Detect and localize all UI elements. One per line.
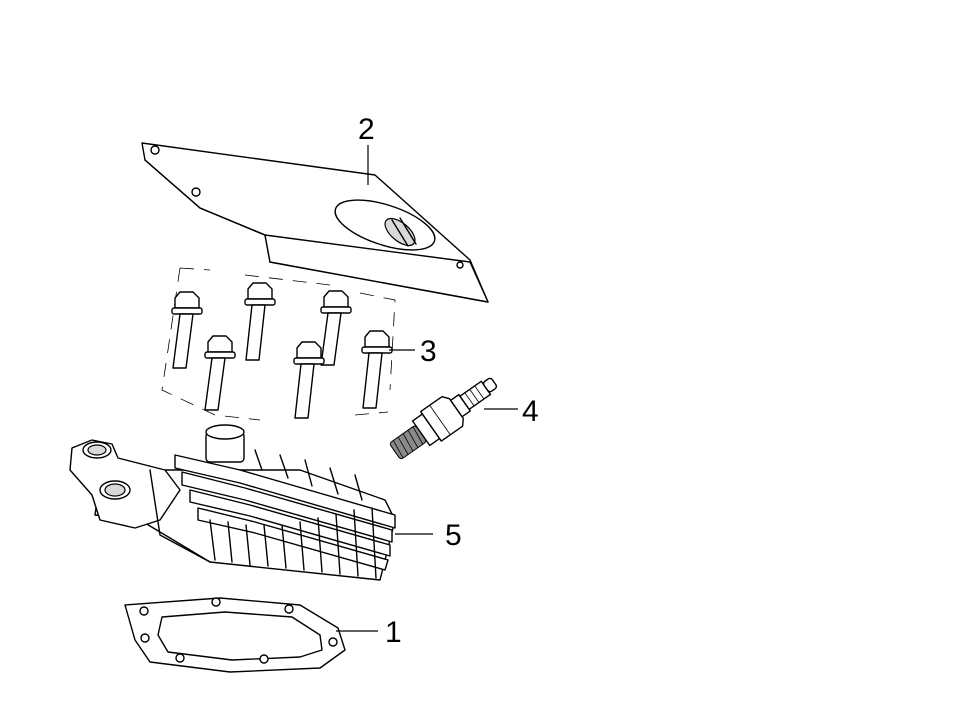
- bolt: [244, 282, 276, 361]
- shroud-plate: [141, 142, 489, 303]
- bolt: [361, 330, 393, 409]
- spark-plug: [389, 377, 498, 460]
- callout-1: 1: [385, 616, 402, 649]
- callout-5: 5: [445, 519, 462, 552]
- callout-4: 4: [522, 395, 539, 428]
- callout-2: 2: [358, 113, 375, 146]
- head-gasket: [124, 597, 346, 673]
- cooling-fins: [174, 449, 396, 579]
- bolt: [171, 291, 203, 369]
- bolt: [204, 335, 236, 411]
- bolt: [293, 341, 325, 419]
- cylinder-head: [69, 424, 396, 581]
- bolt: [320, 290, 352, 366]
- bolt-group-bracket: [161, 267, 396, 421]
- callout-3: 3: [420, 335, 437, 368]
